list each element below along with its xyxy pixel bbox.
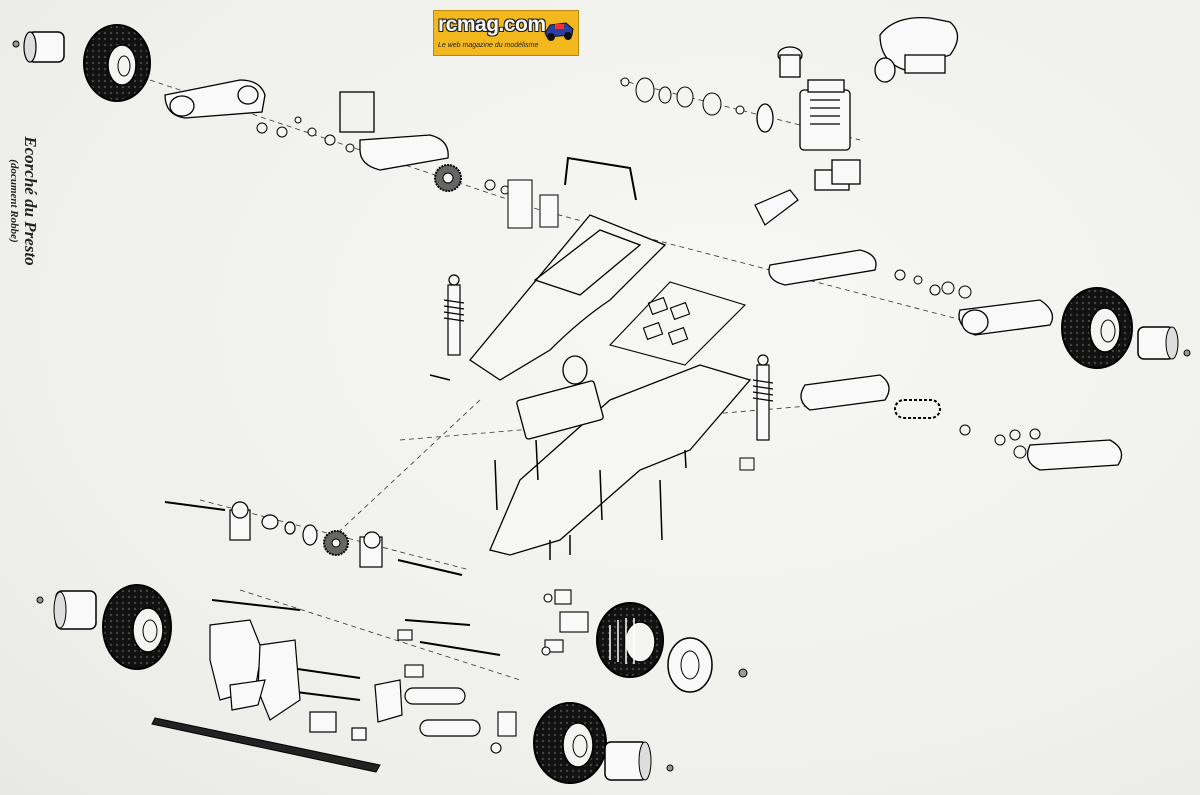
main-chassis (489, 355, 752, 556)
small-parts-right (739, 269, 1041, 471)
screws (429, 374, 687, 560)
steering-parts (397, 589, 589, 754)
wheel-hub-front-left (36, 590, 97, 630)
radio-plate (608, 281, 747, 366)
tire-bottom (533, 702, 607, 784)
caption-subtitle: (document Robbe) (8, 159, 20, 243)
tire-front-right (596, 602, 664, 678)
roll-bar (564, 156, 637, 201)
spur-gear-front (323, 530, 349, 556)
diagram-caption: Ecorché du Presto (document Robbe) (8, 111, 40, 291)
clutch-parts (620, 77, 745, 116)
skid-plate (151, 717, 381, 773)
engine-bracket (754, 189, 799, 226)
belt-housing-right (768, 249, 1123, 471)
shock-left (443, 274, 465, 356)
chassis-top-plate (469, 214, 667, 381)
belt-housing-left (164, 79, 449, 171)
shock-right (752, 354, 774, 441)
rc-car-icon (544, 22, 574, 41)
logo-tagline: Le web magazine du modélisme (438, 42, 539, 49)
small-parts-top-left (256, 116, 559, 229)
spur-gear-left (434, 164, 462, 192)
caption-title: Ecorché du Presto (21, 136, 40, 266)
belt-right (894, 399, 941, 419)
wheel-hub-rear-right (1137, 326, 1191, 360)
logo-wordmark: rcmag.com (438, 13, 546, 36)
rcmag-logo[interactable]: rcmag.com Le web magazine du modélisme (433, 10, 579, 56)
engine (756, 46, 861, 191)
tire-rear-right (1061, 287, 1133, 369)
front-bearings (229, 501, 383, 568)
tire-front-left (102, 584, 172, 670)
tire-rear-left (83, 24, 151, 102)
wheel-hub-rear-left (12, 31, 65, 63)
wheel-hub-bottom (604, 741, 674, 781)
exhaust-muffler (874, 16, 959, 83)
wheel-hub-front-right (667, 637, 748, 693)
front-suspension (209, 619, 481, 741)
